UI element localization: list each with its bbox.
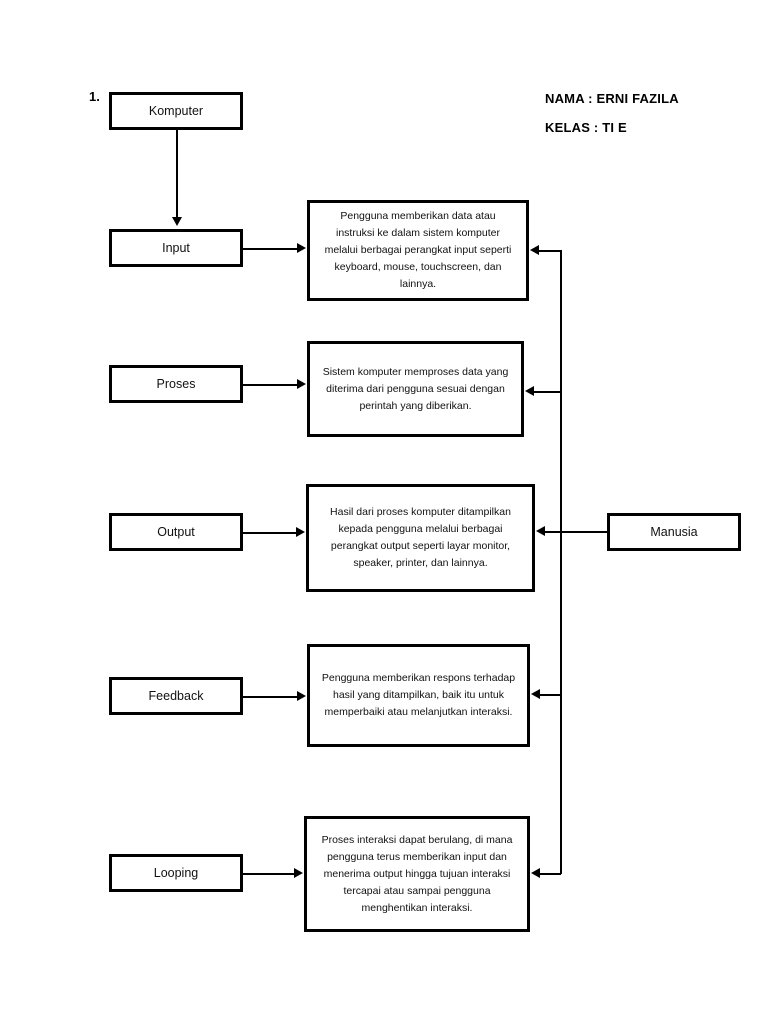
arrowhead-trunk-to-desc-looping — [531, 868, 540, 878]
connector-trunk-to-desc-feedback — [540, 694, 561, 696]
connector-feedback-to-description — [243, 696, 298, 698]
description-text-output: Hasil dari proses komputer ditampilkan k… — [330, 506, 511, 569]
description-text-input: Pengguna memberikan data atau instruksi … — [324, 210, 512, 290]
arrowhead-feedback-to-description — [297, 691, 306, 701]
step-number-label: 1. — [89, 89, 100, 104]
connector-input-to-description — [243, 248, 298, 250]
connector-manusia-to-trunk — [560, 531, 608, 533]
arrowhead-trunk-to-desc-proses — [525, 386, 534, 396]
node-proses[interactable]: Proses — [109, 365, 243, 403]
connector-komputer-to-input — [176, 130, 178, 218]
arrowhead-input-to-description — [297, 243, 306, 253]
connector-looping-to-description — [243, 873, 295, 875]
student-name-label: NAMA : ERNI FAZILA — [545, 91, 679, 106]
description-box-input: Pengguna memberikan data atau instruksi … — [307, 200, 529, 301]
description-text-proses: Sistem komputer memproses data yang dite… — [322, 365, 509, 412]
student-class-label: KELAS : TI E — [545, 120, 627, 135]
node-proses-label: Proses — [156, 376, 196, 391]
node-manusia[interactable]: Manusia — [607, 513, 741, 551]
connector-trunk-to-desc-output — [545, 531, 561, 533]
node-looping-label: Looping — [153, 865, 199, 880]
node-output[interactable]: Output — [109, 513, 243, 551]
description-text-looping: Proses interaksi dapat berulang, di mana… — [321, 833, 513, 914]
connector-trunk-vertical — [560, 250, 562, 874]
description-box-looping: Proses interaksi dapat berulang, di mana… — [304, 816, 530, 932]
node-komputer[interactable]: Komputer — [109, 92, 243, 130]
node-feedback-label: Feedback — [148, 688, 204, 703]
node-looping[interactable]: Looping — [109, 854, 243, 892]
node-komputer-label: Komputer — [148, 103, 204, 118]
node-input[interactable]: Input — [109, 229, 243, 267]
node-manusia-label: Manusia — [650, 524, 698, 539]
connector-trunk-to-desc-input — [539, 250, 561, 252]
connector-proses-to-description — [243, 384, 298, 386]
connector-trunk-to-desc-looping — [540, 873, 561, 875]
arrowhead-trunk-to-desc-input — [530, 245, 539, 255]
arrowhead-komputer-to-input — [172, 217, 182, 226]
node-output-label: Output — [157, 524, 195, 539]
arrowhead-trunk-to-desc-feedback — [531, 689, 540, 699]
arrowhead-looping-to-description — [294, 868, 303, 878]
description-text-feedback: Pengguna memberikan respons terhadap has… — [321, 672, 516, 718]
arrowhead-output-to-description — [296, 527, 305, 537]
node-input-label: Input — [162, 240, 190, 255]
connector-trunk-to-desc-proses — [534, 391, 561, 393]
node-feedback[interactable]: Feedback — [109, 677, 243, 715]
description-box-feedback: Pengguna memberikan respons terhadap has… — [307, 644, 530, 747]
arrowhead-trunk-to-desc-output — [536, 526, 545, 536]
description-box-proses: Sistem komputer memproses data yang dite… — [307, 341, 524, 437]
connector-output-to-description — [243, 532, 297, 534]
description-box-output: Hasil dari proses komputer ditampilkan k… — [306, 484, 535, 592]
arrowhead-proses-to-description — [297, 379, 306, 389]
